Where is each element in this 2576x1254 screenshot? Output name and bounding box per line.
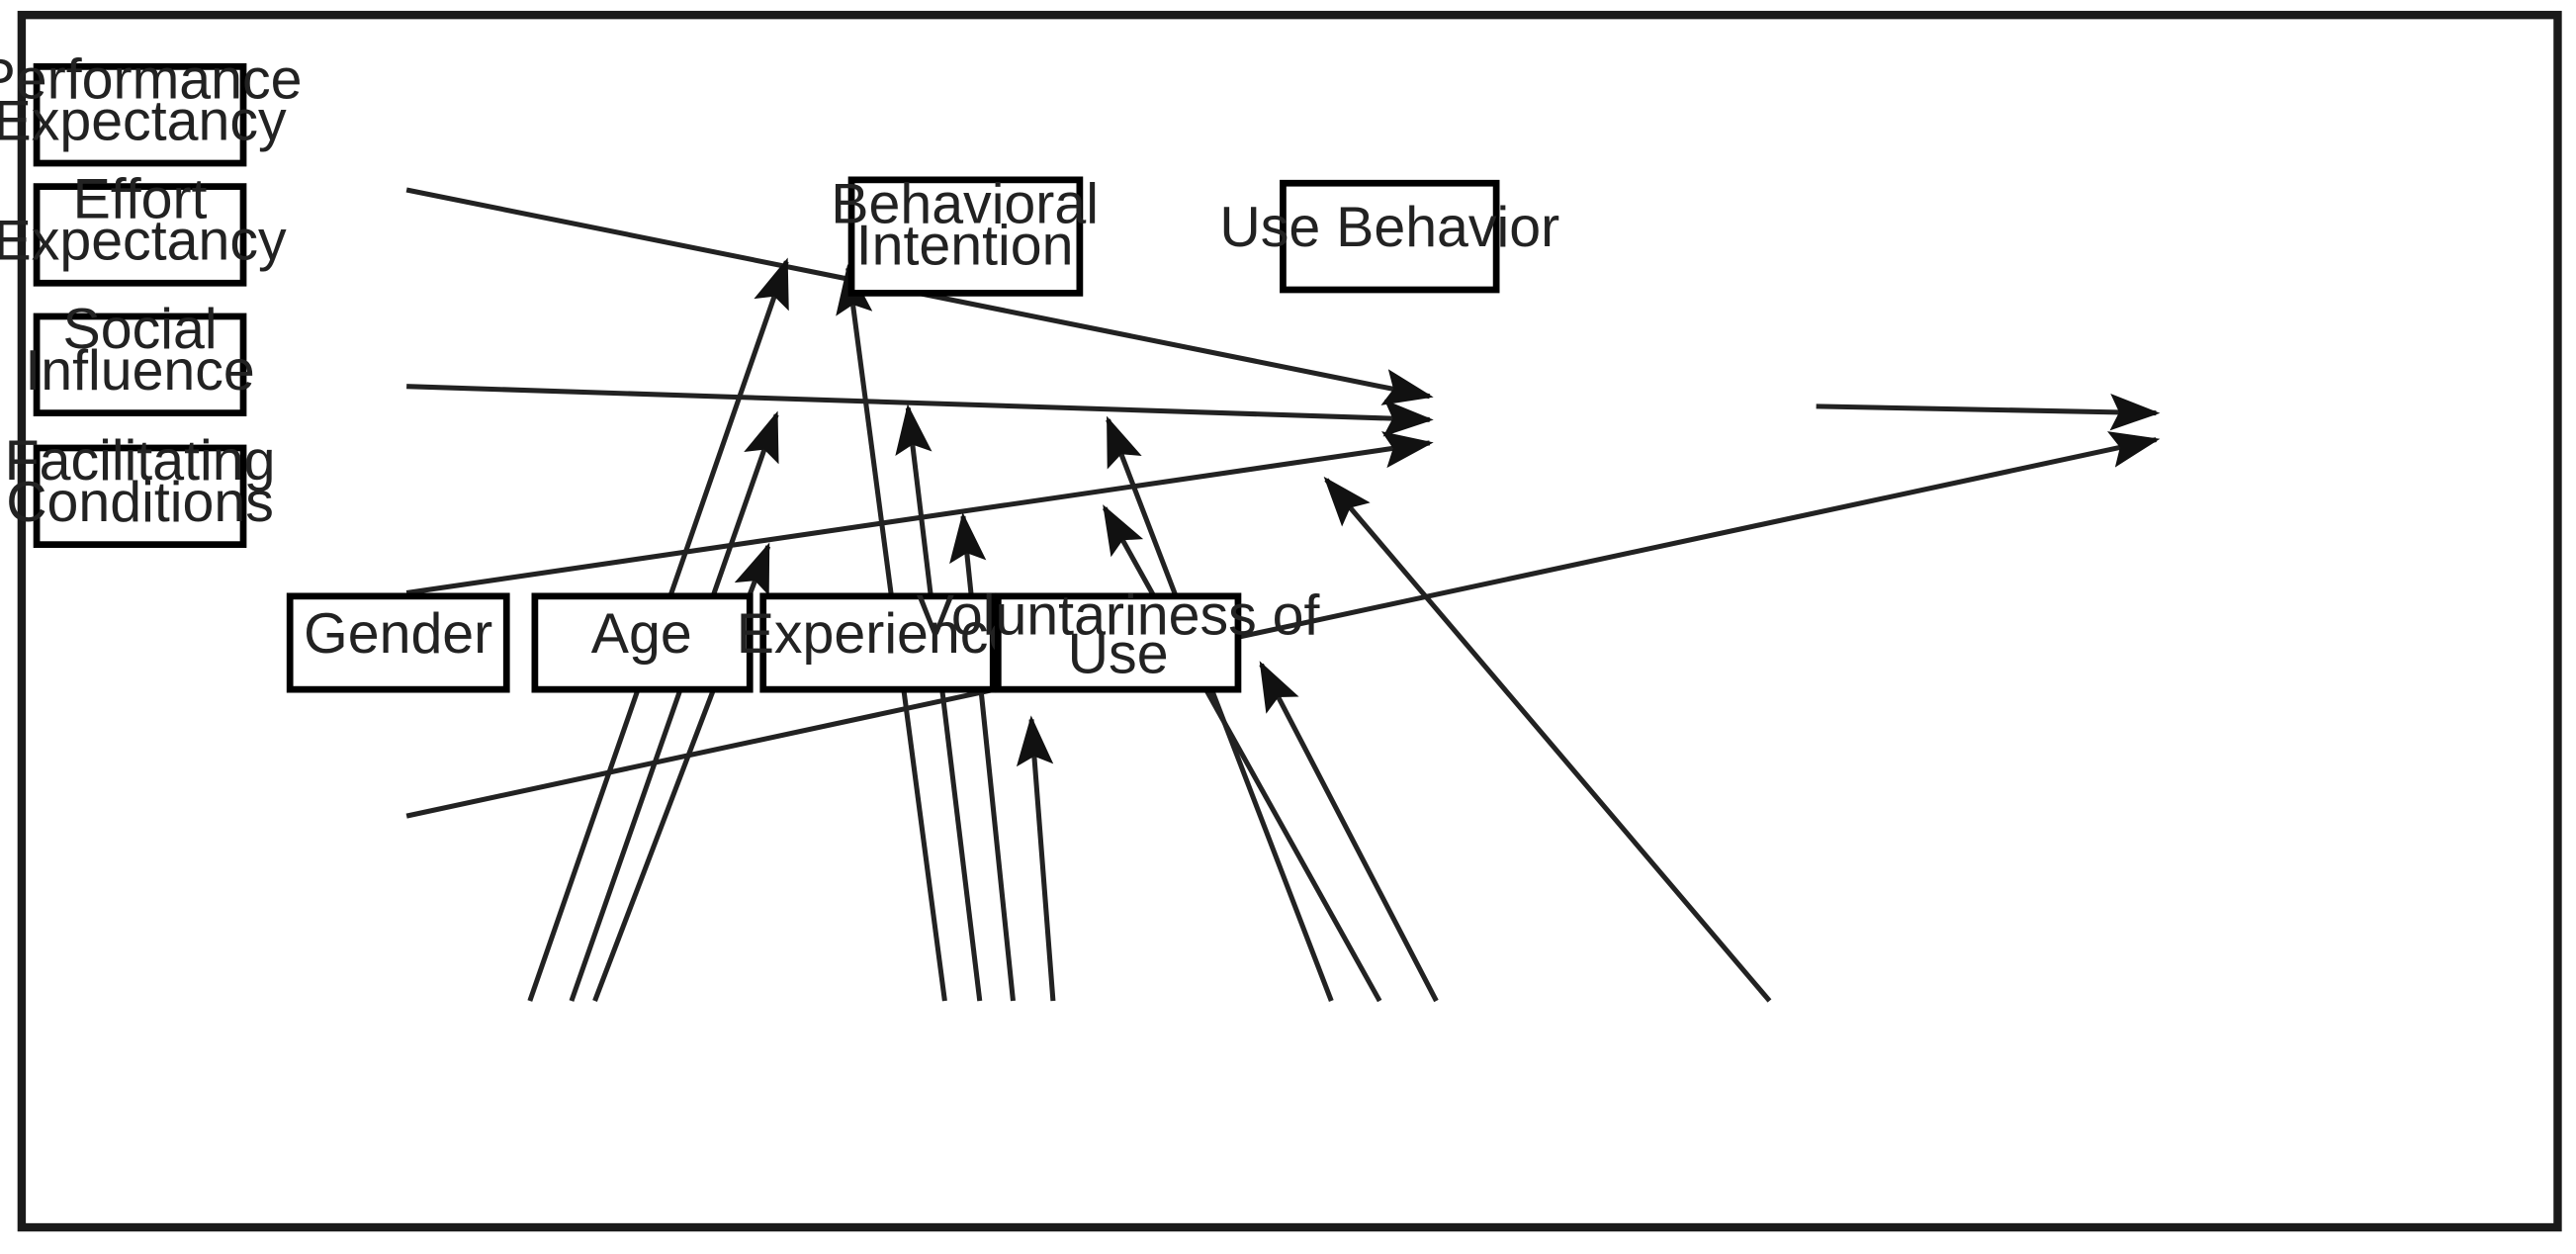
- edge-gender-moderates-effort-expectancy: [569, 410, 779, 1002]
- label-voluntariness-of-use-line1: Voluntariness of: [917, 584, 1320, 648]
- label-facilitating-conditions-line1: Facilitating: [5, 429, 276, 493]
- node-experience[interactable]: Experience: [737, 592, 1021, 693]
- edge-social-influence-to-behavioral-intention: [405, 431, 1434, 595]
- label-facilitating-conditions-line2: Conditions: [6, 471, 274, 534]
- node-social-influence[interactable]: Social Influence: [25, 298, 255, 416]
- node-voluntariness-of-use[interactable]: Voluntariness of Use: [917, 584, 1320, 693]
- edge-voluntariness-moderates-social-influence: [1323, 476, 1772, 1003]
- edge-age-moderates-effort-expectancy: [895, 403, 983, 1002]
- edge-behavioral-intention-to-use-behavior: [1816, 394, 2161, 431]
- node-effort-expectancy[interactable]: Effort Expectancy: [0, 168, 287, 287]
- label-behavioral-intention-line2: Intention: [856, 215, 1074, 278]
- label-behavioral-intention-line1: Behavioral: [831, 173, 1099, 236]
- label-effort-expectancy-line2: Expectancy: [0, 210, 287, 273]
- node-performance-expectancy[interactable]: Performance Expectancy: [0, 47, 303, 167]
- node-use-behavior[interactable]: Use Behavior: [1219, 179, 1559, 294]
- edge-experience-moderates-social-influence: [1102, 504, 1382, 1003]
- label-voluntariness-of-use-line2: Use: [1068, 622, 1169, 685]
- edge-effort-expectancy-to-behavioral-intention: [406, 384, 1434, 437]
- label-age: Age: [591, 602, 692, 666]
- label-social-influence-line1: Social: [63, 298, 218, 361]
- label-social-influence-line2: Influence: [25, 339, 254, 403]
- label-effort-expectancy-line1: Effort: [73, 168, 208, 231]
- node-gender[interactable]: Gender: [286, 592, 510, 693]
- node-behavioral-intention[interactable]: Behavioral Intention: [831, 173, 1099, 297]
- label-use-behavior: Use Behavior: [1219, 196, 1559, 259]
- label-experience: Experience: [737, 602, 1021, 666]
- node-age[interactable]: Age: [531, 592, 754, 693]
- label-performance-expectancy-line2: Expectancy: [0, 89, 287, 152]
- node-facilitating-conditions[interactable]: Facilitating Conditions: [5, 429, 276, 549]
- label-performance-expectancy-line1: Performance: [0, 47, 303, 111]
- edge-experience-moderates-facilitating-conditions: [1259, 661, 1439, 1003]
- edge-facilitating-conditions-to-use-behavior: [405, 431, 2161, 819]
- edge-age-moderates-facilitating-conditions: [1016, 715, 1056, 1002]
- label-gender: Gender: [304, 602, 492, 666]
